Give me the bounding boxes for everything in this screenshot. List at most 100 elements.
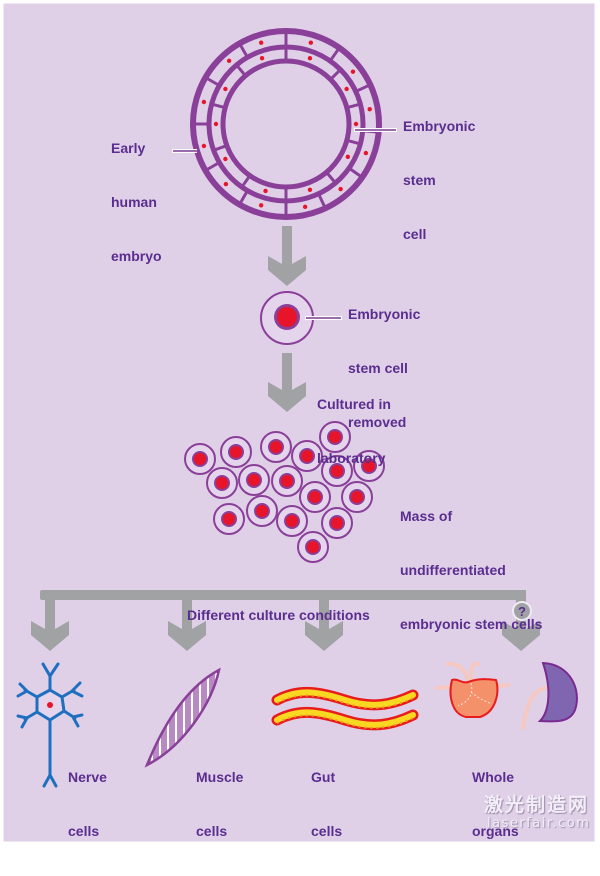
- stem-cell: [271, 465, 303, 497]
- label-line: cells: [311, 823, 343, 839]
- muscle-cells-label: Muscle cells: [196, 732, 243, 876]
- cell-nucleus: [363, 460, 375, 472]
- stem-cell-mass: [184, 421, 385, 563]
- branch-arrow-organs: [502, 595, 540, 651]
- watermark-chinese: 激光制造网: [484, 794, 590, 816]
- label-line: organs: [472, 823, 519, 839]
- stem-cell: [213, 503, 245, 535]
- stem-cell-nucleus: [258, 40, 264, 45]
- label-line: Embryonic: [348, 306, 421, 322]
- embryo-divider: [204, 161, 221, 172]
- embryo-divider: [238, 42, 249, 59]
- diagram-graphics: ?: [0, 0, 598, 845]
- embryo-divider: [355, 83, 371, 93]
- stem-cell-nucleus: [307, 187, 313, 192]
- cell-nucleus: [230, 446, 242, 458]
- label-line: Cultured in: [317, 396, 391, 412]
- stem-cell: [276, 505, 308, 537]
- nerve-cells-label: Nerve cells: [68, 732, 107, 876]
- stem-cell: [353, 450, 385, 482]
- stem-cell-nucleus: [345, 154, 351, 160]
- stem-cell: [206, 467, 238, 499]
- stem-cell: [321, 507, 353, 539]
- culture-conditions-label: Different culture conditions: [187, 570, 370, 660]
- embryo-divider: [211, 102, 226, 110]
- stem-cell-nucleus: [353, 121, 359, 127]
- cell-nucleus: [331, 465, 343, 477]
- cell-nucleus: [216, 477, 228, 489]
- label-line: cell: [403, 226, 427, 242]
- cell-nucleus: [329, 431, 341, 443]
- embryo-divider: [328, 46, 341, 62]
- embryo-divider: [346, 138, 361, 146]
- watermark-url: laserfair.com: [487, 816, 591, 831]
- cell-nucleus: [256, 505, 268, 517]
- embryo-divider: [317, 193, 327, 209]
- embryo-divider: [204, 76, 221, 87]
- label-line: undifferentiated: [400, 562, 506, 578]
- label-line: cells: [68, 823, 100, 839]
- cultured-in-laboratory-label: Cultured in laboratory: [317, 359, 391, 503]
- stem-cell: [297, 531, 329, 563]
- down-arrow: [268, 353, 306, 412]
- stem-cell: [299, 481, 331, 513]
- flow-arrows: [268, 226, 306, 412]
- stem-cell-removed-label: Embryonic stem cell removed: [348, 269, 420, 467]
- stem-cell-nucleus: [263, 188, 268, 194]
- label-line: stem cell: [348, 360, 408, 376]
- stem-cell-nucleus: [223, 181, 229, 187]
- embryonic-stem-cell-label: Embryonic stem cell: [403, 81, 475, 279]
- cell-nucleus: [281, 475, 293, 487]
- stem-cell-nucleus: [363, 150, 369, 156]
- label-line: embryonic stem cells: [400, 616, 543, 632]
- label-line: laboratory: [317, 450, 386, 466]
- stem-cell-nucleus: [213, 121, 219, 127]
- label-line: Different culture conditions: [187, 607, 370, 623]
- cell-nucleus: [351, 491, 363, 503]
- label-line: removed: [348, 414, 407, 430]
- label-line: human: [111, 194, 157, 210]
- question-mark: ?: [518, 604, 526, 619]
- label-line: Gut: [311, 769, 336, 785]
- stem-cell: [220, 436, 252, 468]
- cell-nucleus: [270, 441, 282, 453]
- removed-stem-cell: [260, 291, 342, 345]
- cell-nucleus: [307, 541, 319, 553]
- stem-cell-nucleus: [223, 86, 228, 92]
- label-line: Early: [111, 140, 146, 156]
- stem-cell: [260, 431, 292, 463]
- label-line: stem: [403, 172, 436, 188]
- gut-cells-label: Gut cells: [311, 732, 342, 876]
- branch-arrow-muscle: [168, 595, 206, 651]
- mass-of-cells-label: Mass of undifferentiated embryonic stem …: [400, 471, 542, 669]
- stem-cell-nucleus: [338, 186, 343, 192]
- kidney-organ-icon: [521, 661, 578, 730]
- label-line: embryo: [111, 248, 162, 264]
- embryo-divider: [325, 171, 337, 184]
- label-line: Mass of: [400, 508, 453, 524]
- embryo-divider: [346, 102, 361, 110]
- stem-cell: [246, 495, 278, 527]
- stem-cell-nucleus: [308, 40, 314, 45]
- label-line: Nerve: [68, 769, 107, 785]
- branch-bar: [45, 590, 526, 600]
- cell-nucleus: [309, 491, 321, 503]
- label-line: Muscle: [196, 769, 244, 785]
- stem-cell-nucleus: [344, 86, 349, 92]
- branching-arrows: [31, 590, 540, 651]
- gut-cells-icon: [271, 686, 419, 731]
- label-line: Whole: [472, 769, 514, 785]
- stem-cell: [291, 440, 323, 472]
- cell-nucleus: [248, 474, 260, 486]
- stem-cell: [184, 443, 216, 475]
- stem-cell-nucleus: [201, 99, 207, 105]
- embryo-divider: [348, 166, 364, 179]
- whole-organs-label: Whole organs: [472, 732, 519, 876]
- cell-nucleus: [194, 453, 206, 465]
- down-arrow: [268, 226, 306, 286]
- label-line: Embryonic: [403, 118, 476, 134]
- stem-cell: [321, 455, 353, 487]
- early-embryo-illustration: [190, 28, 382, 220]
- stem-cell-nucleus: [226, 58, 232, 64]
- stem-cell-nucleus: [350, 69, 356, 74]
